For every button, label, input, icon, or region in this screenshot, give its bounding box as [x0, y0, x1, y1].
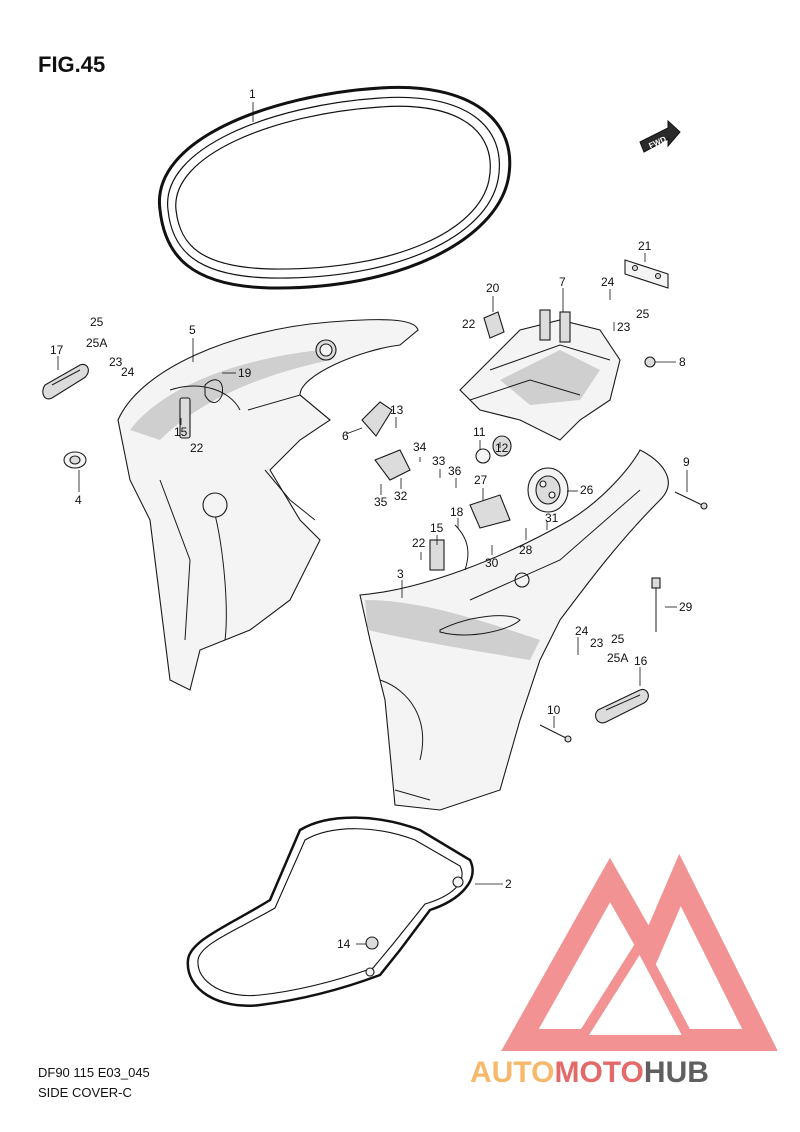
callout-15-left: 15 — [174, 425, 188, 439]
bracket-20 — [483, 311, 505, 339]
callout-25-b: 25 — [636, 307, 650, 321]
clamp-27 — [469, 494, 511, 529]
callout-labels: 1 2 3 4 5 6 7 8 9 10 11 12 13 14 15 15 1… — [50, 87, 693, 951]
callout-23-b: 23 — [617, 320, 631, 334]
leader-lines — [57, 102, 688, 945]
callout-25-c: 25 — [611, 632, 625, 646]
callout-4: 4 — [75, 493, 82, 507]
footer-code: DF90 115 E03_045 — [38, 1065, 150, 1080]
callout-19: 19 — [238, 366, 252, 380]
callout-24-a: 24 — [121, 365, 135, 379]
cap-14 — [365, 936, 379, 950]
fwd-arrow-icon: FWD — [639, 119, 681, 153]
callout-2: 2 — [505, 877, 512, 891]
callout-33: 33 — [432, 454, 446, 468]
bolt-9 — [674, 491, 708, 510]
callout-14: 14 — [337, 937, 351, 951]
callout-35: 35 — [374, 495, 388, 509]
callout-25A-a: 25A — [86, 336, 107, 350]
clip-6 — [361, 401, 393, 437]
grommet — [527, 467, 569, 513]
nut-11-12 — [475, 435, 512, 464]
callout-3: 3 — [397, 567, 404, 581]
callout-34: 34 — [413, 440, 427, 454]
callout-21: 21 — [638, 239, 652, 253]
handle-left — [42, 363, 89, 400]
callout-22-a: 22 — [462, 317, 476, 331]
callout-22-c: 22 — [412, 536, 426, 550]
callout-10: 10 — [547, 703, 561, 717]
left-side-cover — [117, 319, 419, 691]
callout-28: 28 — [519, 543, 533, 557]
callout-26: 26 — [580, 483, 594, 497]
bolt-8 — [644, 356, 656, 368]
callout-16: 16 — [634, 654, 648, 668]
callout-25-a: 25 — [90, 315, 104, 329]
callout-15-right: 15 — [430, 521, 444, 535]
callout-20: 20 — [486, 281, 500, 295]
handle-right — [595, 688, 649, 724]
callout-30: 30 — [485, 556, 499, 570]
callout-27: 27 — [474, 473, 488, 487]
bracket-plate — [624, 259, 669, 289]
clip-18 — [454, 524, 469, 571]
callout-1: 1 — [249, 87, 256, 101]
callout-25A-b: 25A — [607, 651, 628, 665]
callout-13: 13 — [390, 403, 404, 417]
cable-tie — [651, 577, 661, 632]
callout-5: 5 — [189, 323, 196, 337]
bolt-10 — [539, 724, 572, 743]
watermark-logo-icon — [501, 853, 778, 1051]
right-side-cover — [359, 449, 669, 811]
figure-title: FIG.45 — [38, 52, 105, 77]
callout-23-a: 23 — [109, 355, 123, 369]
callout-29: 29 — [679, 600, 693, 614]
callout-6: 6 — [342, 429, 349, 443]
callout-24-c: 24 — [575, 624, 589, 638]
callout-24-b: 24 — [601, 275, 615, 289]
footer-name: SIDE COVER-C — [38, 1085, 132, 1100]
callout-9: 9 — [683, 455, 690, 469]
callout-23-c: 23 — [590, 636, 604, 650]
top-seal-ring — [158, 85, 512, 290]
bottom-seal-frame — [186, 816, 474, 1008]
watermark-text: AUTOMOTOHUB — [470, 1056, 709, 1089]
svg-text:AUTOMOTOHUB: AUTOMOTOHUB — [470, 1056, 709, 1089]
grommet-left — [63, 451, 87, 469]
callout-17: 17 — [50, 343, 64, 357]
callout-36: 36 — [448, 464, 462, 478]
callout-18: 18 — [450, 505, 464, 519]
callout-12: 12 — [495, 441, 509, 455]
callout-11: 11 — [473, 425, 486, 439]
connector-32 — [374, 449, 411, 481]
callout-31: 31 — [545, 511, 559, 525]
callout-8: 8 — [679, 355, 686, 369]
callout-22-b: 22 — [190, 441, 204, 455]
center-bracket — [459, 309, 621, 441]
callout-7: 7 — [559, 275, 566, 289]
callout-32: 32 — [394, 489, 408, 503]
